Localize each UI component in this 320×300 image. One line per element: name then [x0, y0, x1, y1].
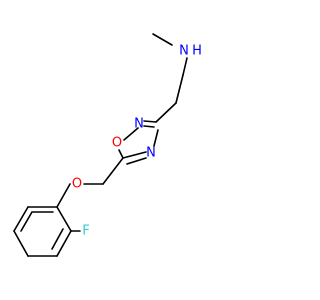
bond-ar-1 — [56, 206, 72, 232]
bond-c3-n2-a — [143, 120, 157, 123]
bond-ar-4 — [13, 230, 29, 257]
bonds — [13, 33, 188, 257]
structure-canvas: N H N O N O F — [13, 33, 202, 257]
ring-nitrogen-4-label: N — [146, 146, 156, 161]
fluorine-label: F — [82, 224, 89, 239]
ring-nitrogen-2-label: N — [134, 117, 144, 132]
bond-c5-n4-a — [122, 151, 147, 159]
bond-ar-5 — [13, 206, 29, 232]
molecule-drawing: N H N O N O F — [13, 33, 202, 257]
bond-c5-ch2 — [102, 157, 124, 185]
atom-labels: N H N O N O F — [72, 44, 202, 239]
bond-n2-o1 — [123, 127, 139, 141]
bond-ar-2 — [56, 230, 72, 257]
ether-oxygen-label: O — [72, 177, 82, 192]
bond-n4-c3 — [153, 129, 159, 147]
amine-hydrogen-label: H — [192, 44, 202, 59]
bond-ar-inner-2 — [20, 211, 33, 232]
bond-c5-n4-b — [126, 157, 147, 165]
bond-ch2-ch2 — [175, 74, 184, 104]
bond-o1-c5 — [118, 149, 124, 159]
bond-methyl-n — [152, 33, 173, 46]
amine-nitrogen-label: N — [179, 44, 189, 59]
bond-o-ar — [56, 183, 71, 208]
bond-ch2-c3 — [155, 102, 177, 123]
bond-ar-inner-1 — [51, 228, 64, 250]
bond-c3-n2-b — [143, 125, 155, 128]
bond-n-ch2 — [182, 57, 188, 76]
ring-oxygen-label: O — [112, 136, 122, 151]
